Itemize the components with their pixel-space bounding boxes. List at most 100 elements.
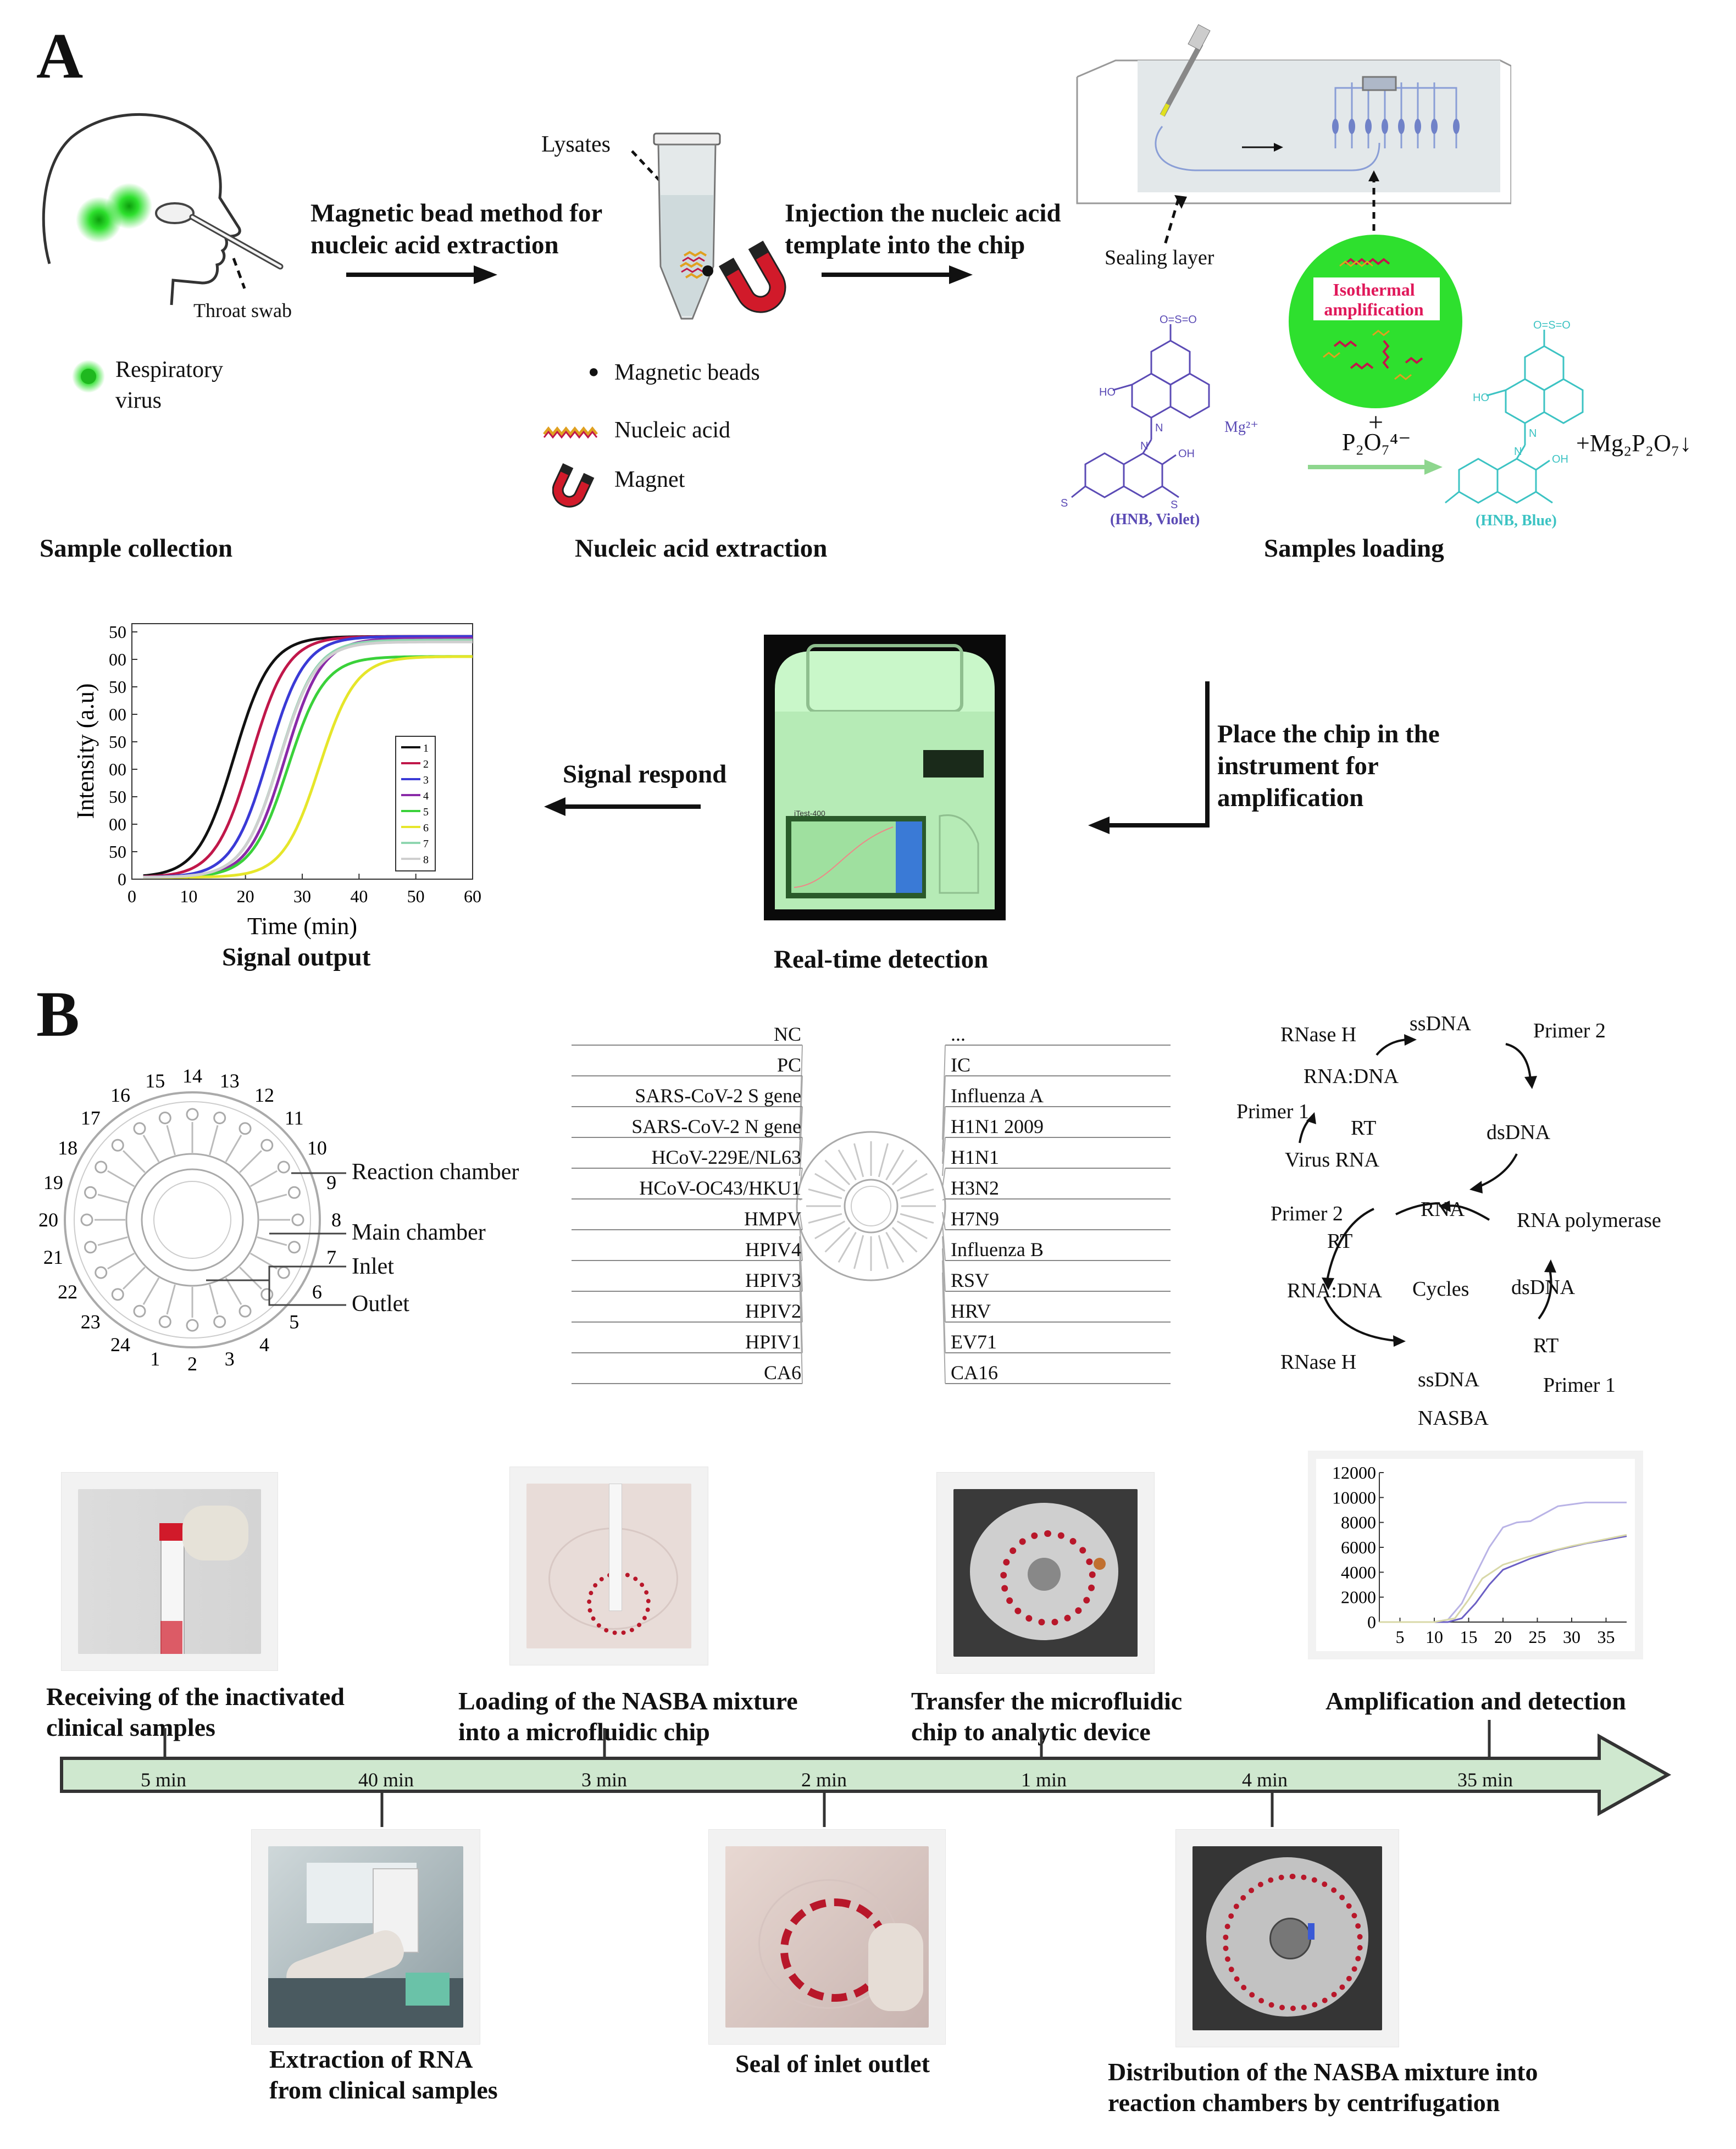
realtime-device-photo: iTest-400 [764, 635, 1006, 920]
outlet-label: Outlet [352, 1291, 409, 1317]
reaction-arrow [1308, 459, 1443, 475]
target-right-label: CA16 [951, 1362, 999, 1384]
target-left-label: SARS-CoV-2 S gene [635, 1085, 801, 1107]
target-left-label: PC [777, 1054, 801, 1076]
chart-b-x-tick-label: 25 [1529, 1627, 1546, 1647]
step-distribution-line1: Distribution of the NASBA mixture into [1108, 2058, 1538, 2086]
extraction-tube-illustration [631, 132, 786, 320]
chamber-number: 3 [225, 1348, 235, 1370]
chart-a-x-tick-label: 0 [127, 886, 136, 906]
nasba-rna-dna-mid: RNA:DNA [1287, 1279, 1383, 1302]
stage-label-samples-loading: Samples loading [1264, 534, 1444, 563]
chamber-number: 19 [43, 1171, 63, 1193]
step-transfer-line2: chip to analytic device [911, 1718, 1151, 1746]
timeline-time-1: 5 min [141, 1769, 187, 1791]
chart-a-x-tick-label: 10 [180, 886, 197, 906]
head-outline [42, 113, 241, 306]
target-right-label: IC [951, 1054, 970, 1076]
nasba-primer2-top: Primer 2 [1533, 1019, 1606, 1042]
step-extraction-line1: Extraction of RNA [269, 2045, 473, 2073]
timeline-time-5: 1 min [1021, 1769, 1067, 1791]
step-loading-line2: into a microfluidic chip [458, 1718, 710, 1746]
reaction-chamber [287, 1241, 301, 1254]
chart-b-y-tick-label: 2000 [1341, 1587, 1376, 1607]
tube-cap [653, 132, 721, 146]
reaction-chamber [239, 1304, 252, 1318]
head-profile-illustration [42, 113, 284, 306]
nasba-cycle-diagram [1299, 1034, 1556, 1347]
target-right-label: H1N1 [951, 1146, 999, 1168]
main-chamber-label: Main chamber [352, 1220, 486, 1245]
target-left-label: NC [773, 1023, 801, 1045]
reaction-chamber [277, 1160, 290, 1174]
distributed-chambers [1223, 1874, 1363, 2011]
reaction-wells [1332, 119, 1460, 134]
magnetic-method-label-line1: Magnetic bead method for [310, 199, 603, 227]
reaction-chamber [291, 1213, 304, 1226]
sample-tube-cap [159, 1523, 184, 1541]
target-panel-diagram [572, 1045, 1171, 1384]
timeline-ticks [163, 1720, 1491, 1827]
place-chip-label-line3: amplification [1217, 784, 1364, 812]
nucleic-acid-legend-icon [543, 426, 598, 439]
injection-label-line1: Injection the nucleic acid [785, 199, 1061, 227]
target-left-label: HPIV2 [745, 1300, 801, 1322]
sealing-layer-label: Sealing layer [1105, 246, 1214, 269]
nasba-ssdna-bottom: ssDNA [1418, 1368, 1479, 1391]
magnet-legend-icon [552, 463, 595, 508]
bead-legend-dot: ● [588, 362, 600, 382]
stage-label-nucleic-extraction: Nucleic acid extraction [575, 534, 828, 563]
chamber-number: 1 [150, 1348, 160, 1370]
photo-loading-chip [510, 1467, 708, 1665]
nasba-rt-mid: RT [1327, 1230, 1353, 1253]
target-leaders-left [572, 1045, 803, 1384]
stage-label-realtime-detection: Real-time detection [774, 945, 989, 974]
chart-a-legend-label: 5 [423, 806, 429, 818]
chip-leader-lines [206, 1172, 346, 1306]
panel-a-letter: A [36, 20, 84, 92]
virus-particle-2 [106, 183, 152, 229]
nasba-ssdna-top: ssDNA [1410, 1012, 1471, 1035]
chart-b-x-tick-label: 10 [1426, 1627, 1443, 1647]
chart-a-y-tick-label: 0 [118, 869, 126, 889]
photo-seal-inlet [709, 1830, 945, 2044]
chart-b-y-tick-label: 8000 [1341, 1513, 1376, 1532]
reaction-chamber [186, 1319, 199, 1332]
nasba-rnase-h-top: RNase H [1280, 1023, 1357, 1046]
target-right-label: H7N9 [951, 1208, 999, 1230]
chamber-number: 6 [312, 1281, 322, 1303]
lysates-label: Lysates [541, 132, 611, 157]
magnet-icon [718, 240, 786, 313]
workflow-timeline [60, 1720, 1672, 1827]
svg-text:OH: OH [1552, 453, 1568, 465]
chip-body [1138, 60, 1500, 192]
svg-text:O=S=O: O=S=O [1160, 314, 1197, 326]
chart-b-y-tick-label: 10000 [1332, 1487, 1376, 1507]
nucleic-acid-label: Nucleic acid [614, 418, 731, 443]
step-amplification: Amplification and detection [1325, 1687, 1626, 1715]
nasba-dsdna-mid: dsDNA [1511, 1276, 1576, 1299]
chart-a-x-tick-label: 40 [350, 886, 368, 906]
reaction-chamber [213, 1112, 226, 1125]
chart-a-legend-label: 6 [423, 822, 429, 834]
target-left-label: HCoV-OC43/HKU1 [639, 1177, 801, 1199]
chamber-number: 12 [254, 1084, 274, 1106]
chip-loading-illustration [1076, 24, 1511, 264]
place-chip-label-line1: Place the chip in the [1217, 720, 1440, 748]
reaction-chamber [260, 1139, 274, 1152]
panel-b-letter: B [36, 978, 80, 1050]
chart-a-legend-label: 4 [423, 790, 429, 802]
hnb-violet-label: (HNB, Violet) [1110, 511, 1200, 528]
isothermal-label-line2: amplification [1324, 299, 1424, 319]
nasba-virus-rna: Virus RNA [1285, 1148, 1379, 1171]
chamber-number: 18 [58, 1137, 77, 1159]
nasba-rna-polymerase: RNA polymerase [1517, 1209, 1661, 1232]
chart-b-y-tick-label: 4000 [1341, 1562, 1376, 1582]
nasba-rna-dna-top: RNA:DNA [1304, 1065, 1399, 1088]
virus-legend-icon [72, 360, 105, 393]
chart-a-series-3 [143, 635, 473, 879]
pyrophosphate-label: P₂O₇⁴⁻ [1342, 429, 1411, 456]
